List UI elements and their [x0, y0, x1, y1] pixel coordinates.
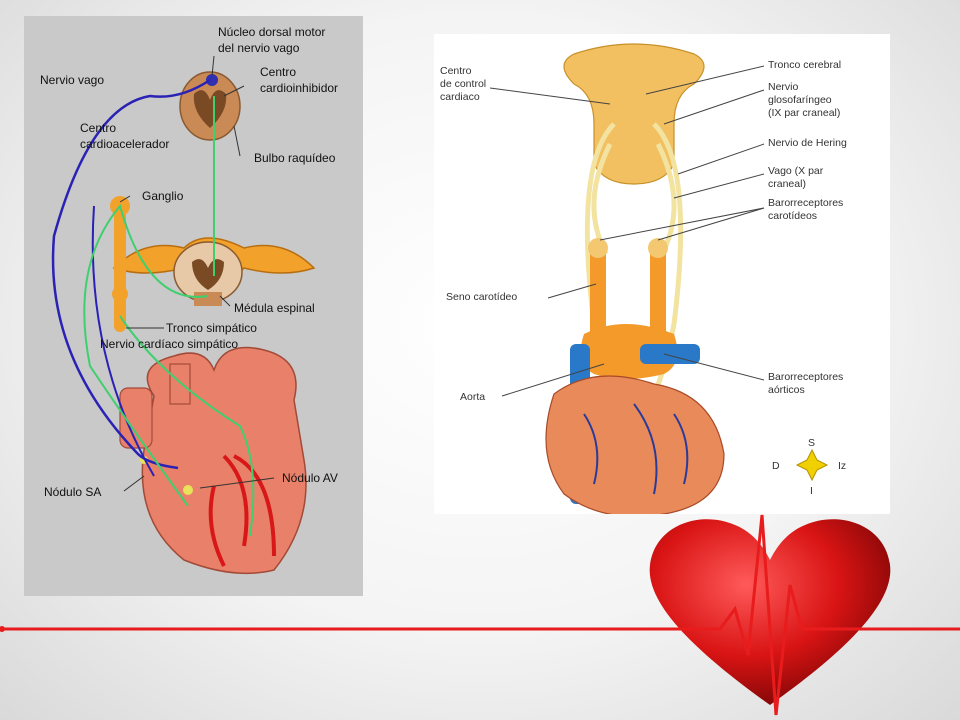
label-aorta: Aorta — [460, 391, 485, 403]
label-baro-aort-2: aórticos — [768, 384, 805, 396]
heart-anatomy-shape — [119, 346, 307, 575]
vagus-branch-path — [91, 205, 155, 477]
label-tronco-cerebral: Tronco cerebral — [768, 59, 841, 71]
compass-s: S — [808, 437, 815, 449]
bulbo-raquideo-shape — [179, 71, 241, 141]
compass-d: D — [772, 460, 780, 472]
label-vago-2: craneal) — [768, 178, 806, 190]
label-seno-carotideo: Seno carotídeo — [446, 291, 517, 303]
label-bulbo-raquideo: Bulbo raquídeo — [254, 151, 336, 165]
label-centro-cardioinhibidor-2: cardioinhibidor — [260, 81, 338, 95]
label-centro-control-1: Centro — [440, 65, 472, 77]
label-nervio-hering: Nervio de Hering — [768, 137, 847, 149]
label-glosofaringeo-2: glosofaríngeo — [768, 94, 832, 106]
right-diagram-panel: Centro de control cardiaco Tronco cerebr… — [434, 34, 890, 514]
tronco-cerebral-shape — [563, 43, 705, 185]
left-diagram-panel: Núcleo dorsal motor del nervio vago Nerv… — [24, 16, 363, 596]
label-glosofaringeo-1: Nervio — [768, 81, 799, 93]
baroreceptor-diagram: Centro de control cardiaco Tronco cerebr… — [440, 43, 847, 514]
label-glosofaringeo-3: (IX par craneal) — [768, 107, 840, 119]
heart-anatomy-shape-right — [545, 375, 725, 514]
compass-iz: Iz — [838, 460, 846, 472]
label-vago-1: Vago (X par — [768, 165, 824, 177]
left-leader-lines — [119, 55, 275, 492]
label-centro-cardioacelerador-1: Centro — [80, 121, 116, 135]
label-baro-carot-2: carotídeos — [768, 210, 817, 222]
ecg-line — [0, 514, 960, 716]
label-centro-control-3: cardiaco — [440, 91, 480, 103]
compass-icon: S D Iz I — [772, 437, 846, 497]
label-nucleo-line1: Núcleo dorsal motor — [218, 25, 325, 39]
cardiac-innervation-diagram: Núcleo dorsal motor del nervio vago Nerv… — [40, 25, 338, 575]
label-ganglio: Ganglio — [142, 189, 184, 203]
label-centro-cardioinhibidor-1: Centro — [260, 65, 296, 79]
label-centro-control-2: de control — [440, 78, 486, 90]
label-nervio-vago: Nervio vago — [40, 73, 104, 87]
label-nodulo-av: Nódulo AV — [282, 471, 338, 485]
vagus-nerve-path — [51, 78, 211, 470]
right-leader-lines — [489, 65, 765, 397]
compass-i: I — [810, 485, 813, 497]
label-nervio-cardiaco: Nervio cardíaco simpático — [100, 337, 238, 351]
label-baro-aort-1: Barorreceptores — [768, 371, 843, 383]
ecg-start-dot — [0, 626, 5, 632]
label-nodulo-sa: Nódulo SA — [44, 485, 101, 499]
ecg-heart-decoration — [0, 514, 960, 716]
label-centro-cardioacelerador-2: cardioacelerador — [80, 137, 169, 151]
label-nucleo-line2: del nervio vago — [218, 41, 300, 55]
label-baro-carot-1: Barorreceptores — [768, 197, 843, 209]
label-tronco-simpatico: Tronco simpático — [166, 321, 257, 335]
label-medula-espinal: Médula espinal — [234, 301, 315, 315]
medula-espinal-shape — [112, 237, 316, 306]
arteries-group — [580, 238, 678, 379]
sympathetic-nerve-path — [83, 96, 255, 537]
